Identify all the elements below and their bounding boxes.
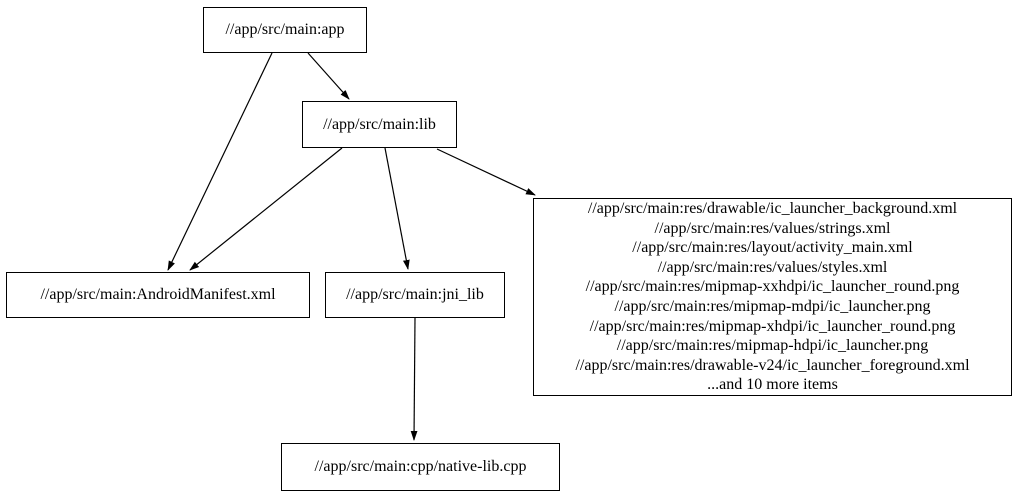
resource-item: //app/src/main:res/values/styles.xml bbox=[657, 258, 888, 276]
resource-item: //app/src/main:res/mipmap-hdpi/ic_launch… bbox=[616, 337, 929, 355]
edge-lib-to-resources bbox=[436, 148, 536, 196]
node-lib: //app/src/main:lib bbox=[302, 101, 457, 148]
node-app-label: //app/src/main:app bbox=[225, 21, 345, 38]
resource-item: //app/src/main:res/drawable-v24/ic_launc… bbox=[575, 356, 970, 374]
resource-more-items: ...and 10 more items bbox=[707, 376, 838, 394]
resource-item: //app/src/main:res/drawable/ic_launcher_… bbox=[587, 200, 958, 218]
resource-item: //app/src/main:res/mipmap-mdpi/ic_launch… bbox=[614, 298, 931, 315]
resource-item: //app/src/main:res/layout/activity_main.… bbox=[632, 239, 913, 257]
node-android-manifest-label: //app/src/main:AndroidManifest.xml bbox=[40, 286, 276, 303]
edge-lib-to-android-manifest bbox=[189, 147, 343, 271]
node-native-lib-label: //app/src/main:cpp/native-lib.cpp bbox=[314, 458, 527, 475]
edge-lib-to-jni-lib bbox=[384, 147, 410, 270]
node-app: //app/src/main:app bbox=[203, 7, 367, 53]
node-native-lib: //app/src/main:cpp/native-lib.cpp bbox=[281, 443, 560, 491]
edge-jni-lib-to-native-lib bbox=[410, 317, 418, 441]
node-jni-lib-label: //app/src/main:jni_lib bbox=[346, 286, 484, 303]
node-jni-lib: //app/src/main:jni_lib bbox=[325, 272, 505, 318]
resource-item: //app/src/main:res/mipmap-xhdpi/ic_launc… bbox=[589, 317, 956, 335]
resource-item: //app/src/main:res/mipmap-xxhdpi/ic_laun… bbox=[585, 278, 960, 296]
node-lib-label: //app/src/main:lib bbox=[323, 115, 436, 133]
edge-app-to-lib bbox=[307, 52, 350, 100]
edge-app-to-android-manifest bbox=[167, 52, 273, 271]
resource-item: //app/src/main:res/values/strings.xml bbox=[654, 219, 891, 237]
node-android-manifest: //app/src/main:AndroidManifest.xml bbox=[6, 272, 310, 318]
node-resources-group: //app/src/main:res/drawable/ic_launcher_… bbox=[533, 198, 1012, 396]
